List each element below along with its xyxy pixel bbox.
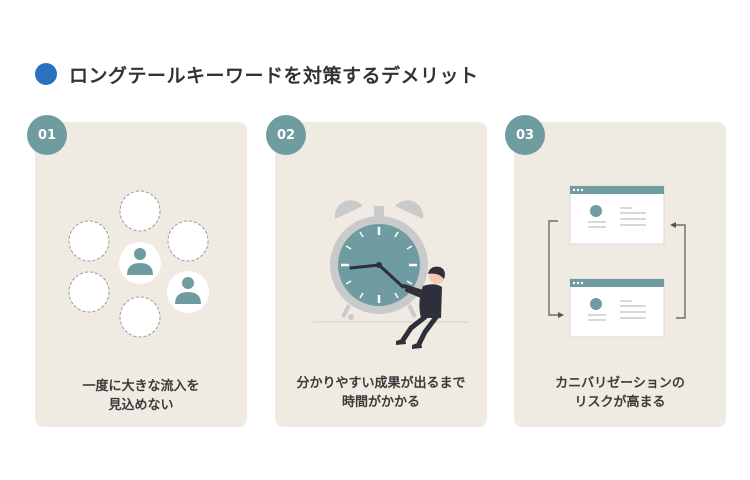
alarm-clock-person-illustration: [313, 200, 468, 349]
heading-title: ロングテールキーワードを対策するデメリット: [69, 64, 479, 87]
empty-user-slot-left-upper: [68, 220, 110, 262]
arrow-up-right-icon: [670, 222, 686, 319]
person-pulling-clock-hand-icon: [396, 266, 445, 349]
heading-bullet: [35, 63, 57, 85]
card-3-number-badge: 03: [505, 115, 545, 155]
user-avatar-icon-center: [119, 242, 161, 284]
card-3-caption: カニバリゼーションの リスクが高まる: [555, 376, 685, 410]
card-2-number-badge: 02: [266, 115, 306, 155]
web-page-icon-bottom: [569, 278, 665, 338]
card-1-number-badge: 01: [27, 115, 67, 155]
alarm-clock-icon: [330, 200, 428, 320]
arrow-down-left-icon: [548, 220, 564, 318]
card-2-caption: 分かりやすい成果が出るまで 時間がかかる: [296, 376, 466, 410]
cannibalization-pages-illustration: [548, 185, 686, 338]
web-page-icon-top: [569, 185, 665, 245]
empty-user-slot-right-upper: [167, 220, 209, 262]
empty-user-slot-top: [119, 190, 161, 232]
users-network-illustration: [68, 190, 209, 338]
user-avatar-icon-right: [167, 271, 209, 313]
empty-user-slot-bottom: [119, 296, 161, 338]
empty-user-slot-left-lower: [68, 271, 110, 313]
card-1-caption: 一度に大きな流入を 見込めない: [82, 379, 200, 413]
section-heading: ロングテールキーワードを対策するデメリット: [35, 60, 479, 88]
